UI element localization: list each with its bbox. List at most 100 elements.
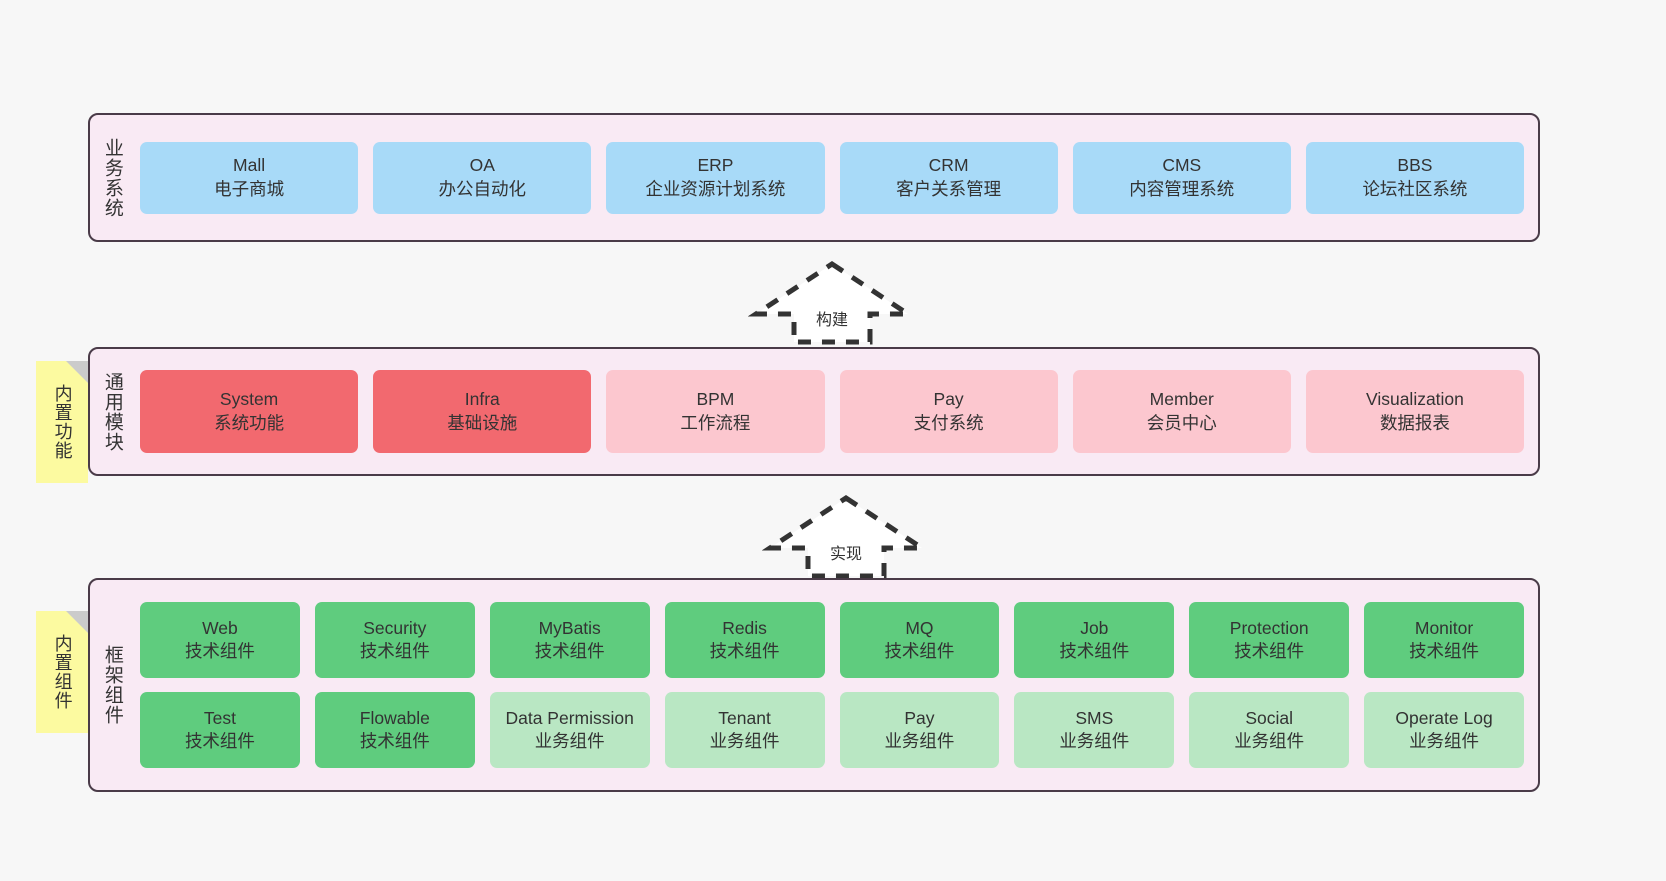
card-subtitle: 技术组件 [1234, 641, 1305, 661]
card-erp[interactable]: ERP 企业资源计划系统 [606, 141, 825, 214]
card-title: OA [469, 155, 495, 176]
card-subtitle: 技术组件 [884, 641, 955, 661]
card-subtitle: 技术组件 [359, 641, 430, 661]
card-row: System 系统功能 Infra 基础设施 BPM 工作流程 Pay 支付系统… [140, 370, 1525, 453]
card-title: Job [1080, 617, 1109, 638]
card-title: Test [203, 707, 236, 728]
card-subtitle: 论坛社区系统 [1362, 178, 1468, 199]
card-title: Social [1245, 707, 1294, 728]
card-subtitle: 技术组件 [1409, 641, 1480, 661]
card-subtitle: 技术组件 [184, 731, 255, 751]
card-subtitle: 业务组件 [1234, 731, 1305, 751]
card-subtitle: 客户关系管理 [896, 178, 1002, 199]
card-row: Test 技术组件 Flowable 技术组件 Data Permission … [140, 692, 1524, 768]
card-subtitle: 业务组件 [1409, 731, 1480, 751]
card-row: Web 技术组件 Security 技术组件 MyBatis 技术组件 Redi… [140, 602, 1524, 678]
card-title: MQ [905, 617, 934, 638]
card-subtitle: 技术组件 [359, 731, 430, 751]
card-redis[interactable]: Redis 技术组件 [664, 602, 825, 678]
card-subtitle: 内容管理系统 [1129, 178, 1235, 199]
card-oa[interactable]: OA 办公自动化 [373, 141, 592, 214]
card-social[interactable]: Social 业务组件 [1189, 692, 1350, 768]
card-subtitle: 数据报表 [1379, 412, 1450, 433]
card-title: Data Permission [505, 707, 634, 728]
card-security[interactable]: Security 技术组件 [314, 602, 475, 678]
card-title: System [219, 389, 279, 410]
card-pay-business[interactable]: Pay 业务组件 [839, 692, 1000, 768]
card-member[interactable]: Member 会员中心 [1072, 370, 1291, 453]
card-subtitle: 系统功能 [214, 412, 285, 433]
card-title: Operate Log [1395, 707, 1493, 728]
card-infra[interactable]: Infra 基础设施 [373, 370, 592, 453]
card-title: BPM [696, 389, 735, 410]
card-tenant[interactable]: Tenant 业务组件 [664, 692, 825, 768]
card-subtitle: 技术组件 [184, 641, 255, 661]
card-subtitle: 业务组件 [1059, 731, 1130, 751]
card-title: Security [363, 617, 427, 638]
card-subtitle: 支付系统 [913, 412, 984, 433]
card-title: Web [202, 617, 238, 638]
card-title: Pay [933, 389, 964, 410]
arrow-implement-label: 实现 [829, 546, 862, 563]
layer-title-framework-component: 框架组件 [101, 645, 123, 725]
card-operate-log[interactable]: Operate Log 业务组件 [1364, 692, 1524, 768]
card-title: Mall [233, 155, 266, 176]
arrow-build: 构建 [748, 258, 916, 346]
card-subtitle: 企业资源计划系统 [645, 178, 786, 199]
card-web[interactable]: Web 技术组件 [140, 602, 300, 678]
card-title: Infra [464, 389, 500, 410]
card-crm[interactable]: CRM 客户关系管理 [839, 141, 1058, 214]
card-title: Monitor [1414, 617, 1474, 638]
card-subtitle: 业务组件 [884, 731, 955, 751]
card-row: Mall 电子商城 OA 办公自动化 ERP 企业资源计划系统 CRM 客户关系… [140, 141, 1525, 214]
card-visualization[interactable]: Visualization 数据报表 [1305, 370, 1525, 453]
card-bpm[interactable]: BPM 工作流程 [606, 370, 825, 453]
card-title: Protection [1229, 617, 1309, 638]
card-title: Member [1149, 389, 1214, 410]
card-protection[interactable]: Protection 技术组件 [1189, 602, 1350, 678]
card-test[interactable]: Test 技术组件 [140, 692, 300, 768]
layer-body-common-module: System 系统功能 Infra 基础设施 BPM 工作流程 Pay 支付系统… [134, 349, 1538, 474]
card-subtitle: 电子商城 [214, 178, 285, 199]
card-sms[interactable]: SMS 业务组件 [1014, 692, 1175, 768]
card-subtitle: 技术组件 [1059, 641, 1130, 661]
sticky-note-builtin-component: 内置组件 [36, 611, 88, 733]
card-title: MyBatis [538, 617, 601, 638]
layer-business-system: 业务系统 Mall 电子商城 OA 办公自动化 ERP 企业资源计划系统 CRM… [88, 113, 1540, 242]
card-pay[interactable]: Pay 支付系统 [839, 370, 1058, 453]
card-title: Pay [904, 707, 935, 728]
layer-title-business-system: 业务系统 [101, 137, 123, 218]
card-subtitle: 业务组件 [709, 731, 780, 751]
sticky-note-builtin-function: 内置功能 [36, 361, 88, 483]
card-monitor[interactable]: Monitor 技术组件 [1364, 602, 1524, 678]
arrow-build-label: 构建 [815, 312, 848, 329]
card-data-permission[interactable]: Data Permission 业务组件 [489, 692, 650, 768]
card-mall[interactable]: Mall 电子商城 [140, 141, 359, 214]
arrow-implement: 实现 [762, 492, 930, 580]
card-subtitle: 工作流程 [680, 412, 751, 433]
layer-title-common-module: 通用模块 [101, 371, 123, 452]
card-subtitle: 办公自动化 [438, 178, 527, 199]
card-mq[interactable]: MQ 技术组件 [839, 602, 1000, 678]
card-title: SMS [1075, 707, 1114, 728]
card-title: CRM [928, 155, 969, 176]
card-subtitle: 技术组件 [709, 641, 780, 661]
card-title: Flowable [359, 707, 430, 728]
card-subtitle: 业务组件 [534, 731, 605, 751]
card-cms[interactable]: CMS 内容管理系统 [1072, 141, 1291, 214]
layer-body-framework-component: Web 技术组件 Security 技术组件 MyBatis 技术组件 Redi… [134, 580, 1538, 790]
card-subtitle: 技术组件 [534, 641, 605, 661]
card-mybatis[interactable]: MyBatis 技术组件 [489, 602, 650, 678]
card-system[interactable]: System 系统功能 [140, 370, 359, 453]
card-title: Redis [722, 617, 767, 638]
layer-common-module: 通用模块 System 系统功能 Infra 基础设施 BPM 工作流程 Pay… [88, 347, 1540, 476]
card-title: CMS [1162, 155, 1202, 176]
card-subtitle: 会员中心 [1146, 412, 1217, 433]
card-bbs[interactable]: BBS 论坛社区系统 [1305, 141, 1525, 214]
card-job[interactable]: Job 技术组件 [1014, 602, 1175, 678]
layer-body-business-system: Mall 电子商城 OA 办公自动化 ERP 企业资源计划系统 CRM 客户关系… [134, 115, 1538, 240]
card-subtitle: 基础设施 [447, 412, 518, 433]
card-title: BBS [1397, 155, 1433, 176]
card-flowable[interactable]: Flowable 技术组件 [314, 692, 475, 768]
